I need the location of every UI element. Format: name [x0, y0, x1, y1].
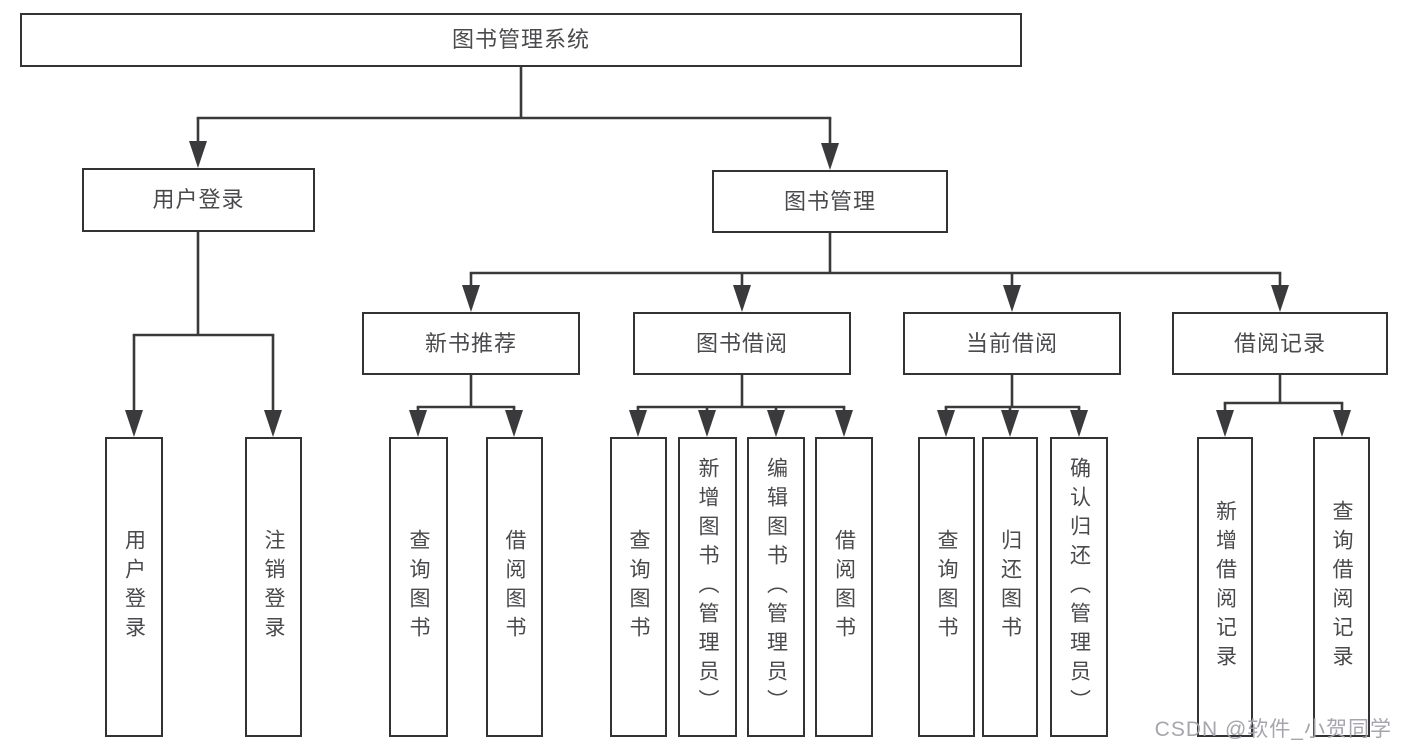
node-label: 借阅记录	[1233, 330, 1326, 356]
leaf-add-books-admin: 新增图书（管理员）	[678, 437, 737, 737]
arrowhead-down-current-borrowing-0	[937, 410, 955, 437]
arrowhead-down-current-borrowing-1	[1001, 410, 1019, 437]
node-borrow-records: 借阅记录	[1172, 312, 1388, 375]
leaf-query-borrow-record: 查询借阅记录	[1313, 437, 1370, 737]
arrowhead-down-book-borrowing-0	[629, 410, 647, 437]
node-label: 新增图书（管理员）	[696, 456, 719, 718]
node-label: 借阅图书	[832, 529, 856, 645]
node-user-login: 用户登录	[82, 168, 315, 232]
leaf-confirm-return-admin: 确认归还（管理员）	[1050, 437, 1108, 737]
arrowhead-down-book-borrowing-1	[698, 410, 716, 437]
node-label: 归还图书	[998, 529, 1022, 645]
node-label: 查询图书	[627, 529, 650, 645]
leaf-edit-books-admin: 编辑图书（管理员）	[747, 437, 805, 737]
node-label: 查询借阅记录	[1330, 500, 1353, 674]
arrowhead-down-book-management-1	[733, 285, 751, 312]
node-label: 借阅图书	[503, 529, 526, 645]
node-label: 新增借阅记录	[1213, 500, 1237, 674]
node-label: 注销登录	[262, 529, 285, 645]
leaf-add-borrow-record: 新增借阅记录	[1197, 437, 1253, 737]
node-label: 新书推荐	[424, 330, 517, 356]
node-new-book-recommend: 新书推荐	[362, 312, 580, 375]
arrowhead-down-root-1	[821, 143, 839, 170]
arrowhead-down-user-login-1	[264, 410, 282, 437]
leaf-logout-login: 注销登录	[245, 437, 302, 737]
leaf-user-login: 用户登录	[105, 437, 163, 737]
node-label: 当前借阅	[965, 330, 1058, 356]
arrowhead-down-root-0	[189, 141, 207, 168]
arrowhead-down-book-borrowing-3	[835, 410, 853, 437]
arrowhead-down-book-borrowing-2	[767, 410, 785, 437]
node-label: 查询图书	[407, 529, 430, 645]
arrowhead-down-user-login-0	[125, 410, 143, 437]
arrowhead-down-current-borrowing-2	[1070, 410, 1088, 437]
node-book-management: 图书管理	[712, 170, 948, 233]
leaf-query-books-current: 查询图书	[918, 437, 975, 737]
leaf-query-books-recommend: 查询图书	[389, 437, 448, 737]
node-root-system: 图书管理系统	[20, 13, 1022, 67]
arrowhead-down-new-book-recommend-0	[409, 410, 427, 437]
node-label: 图书管理系统	[451, 27, 590, 52]
csdn-watermark: CSDN @软件_小贺同学	[1154, 718, 1392, 741]
node-label: 图书借阅	[695, 330, 788, 356]
arrowhead-down-new-book-recommend-1	[505, 410, 523, 437]
node-current-borrowing: 当前借阅	[903, 312, 1121, 375]
node-label: 查询图书	[935, 529, 958, 645]
arrowhead-down-borrow-records-1	[1333, 410, 1351, 437]
node-book-borrowing: 图书借阅	[633, 312, 851, 375]
leaf-query-books-borrowing: 查询图书	[610, 437, 667, 737]
arrowhead-down-book-management-0	[462, 285, 480, 312]
arrowhead-down-borrow-records-0	[1216, 410, 1234, 437]
leaf-borrow-books-borrowing: 借阅图书	[815, 437, 873, 737]
arrowhead-down-book-management-3	[1271, 285, 1289, 312]
node-label: 图书管理	[783, 188, 876, 214]
node-label: 确认归还（管理员）	[1067, 456, 1091, 718]
arrowhead-down-book-management-2	[1003, 285, 1021, 312]
node-label: 用户登录	[152, 187, 245, 212]
node-label: 编辑图书（管理员）	[764, 456, 788, 718]
node-label: 用户登录	[122, 529, 146, 645]
leaf-borrow-books-recommend: 借阅图书	[486, 437, 543, 737]
leaf-return-books: 归还图书	[982, 437, 1038, 737]
